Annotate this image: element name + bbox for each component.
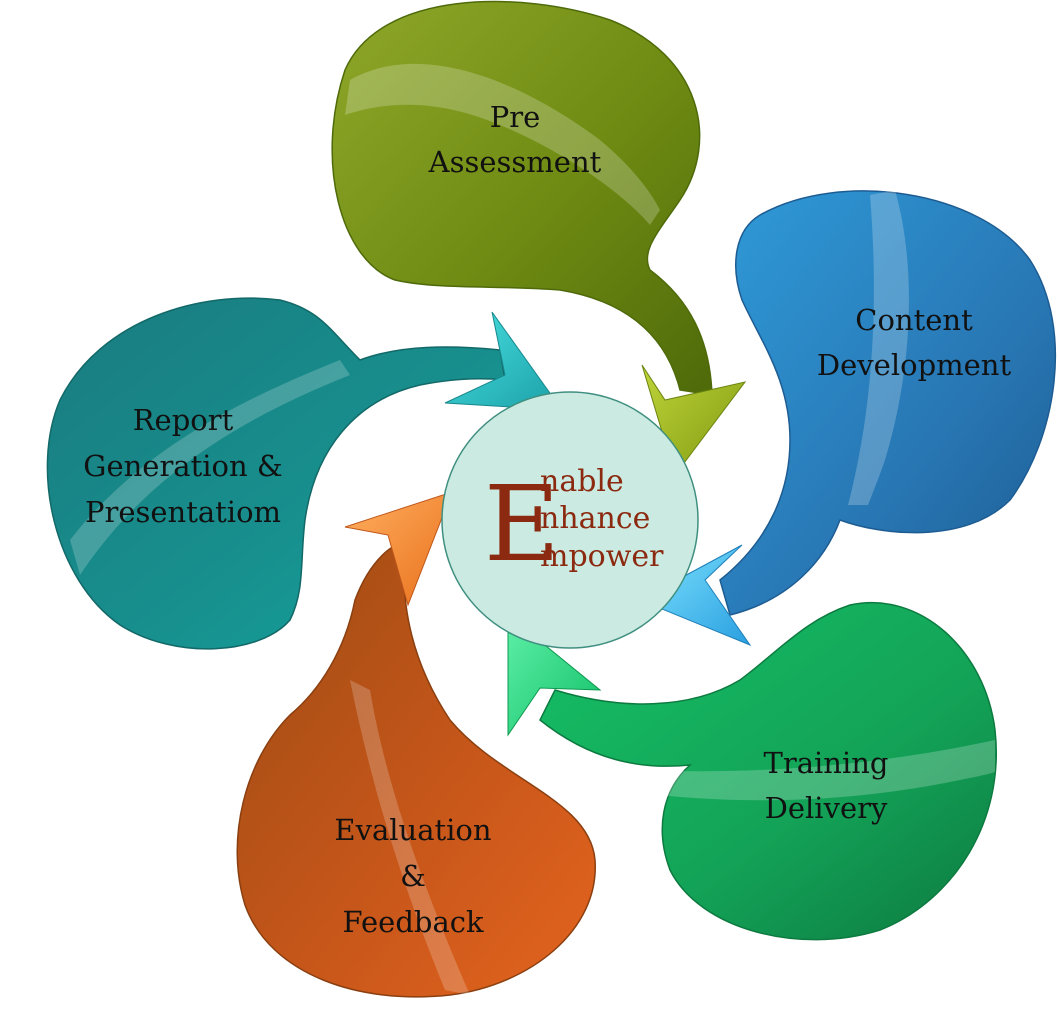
petal-evaluation-feedback [236, 543, 596, 998]
label-training-delivery: Training Delivery [764, 746, 889, 825]
center-word-enable: nable [540, 464, 624, 499]
label-pre-assessment: Pre Assessment [428, 100, 602, 179]
label-line: & [400, 859, 426, 893]
label-line: Presentatiom [85, 495, 281, 529]
label-line: Training [764, 746, 889, 780]
center-initial-letter: E [484, 463, 560, 585]
label-line: Generation & [83, 449, 282, 483]
petal-pre-assessment [331, 0, 713, 396]
label-line: Evaluation [334, 813, 491, 847]
center-circle [441, 391, 699, 649]
label-line: Development [817, 348, 1012, 382]
label-line: Delivery [765, 791, 888, 825]
label-evaluation-feedback: Evaluation & Feedback [334, 813, 491, 939]
label-content-development: Content Development [817, 303, 1012, 382]
center-word-empower: mpower [540, 539, 664, 574]
arrow-head-orange [344, 491, 453, 607]
label-line: Pre [490, 100, 541, 134]
label-line: Feedback [342, 905, 484, 939]
label-line: Content [855, 303, 973, 337]
center-word-enhance: nhance [540, 501, 650, 536]
label-report-generation: Report Generation & Presentatiom [83, 403, 282, 529]
arrow-head-teal [444, 311, 564, 411]
petal-training-delivery [539, 602, 997, 941]
label-line: Report [133, 403, 234, 437]
petal-report-generation [46, 297, 506, 650]
label-line: Assessment [428, 145, 602, 179]
petal-content-development [719, 190, 1057, 616]
